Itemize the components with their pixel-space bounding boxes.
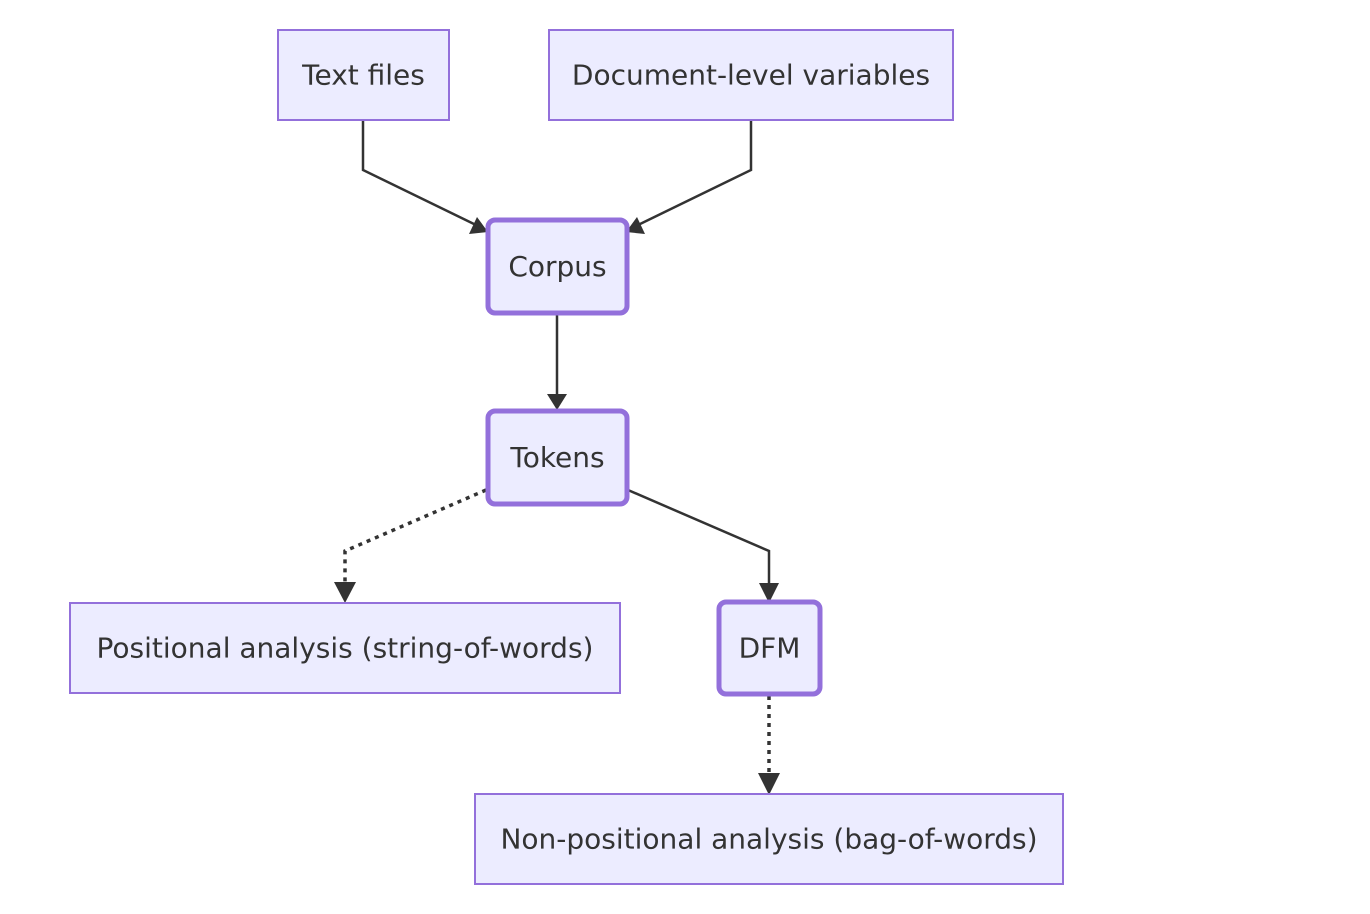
arrowhead-doc-vars-to-corpus [626, 217, 645, 234]
edge-tokens-to-positional [343, 488, 487, 586]
node-non-positional-analysis-label: Non-positional analysis (bag-of-words) [500, 823, 1037, 856]
node-text-files[interactable]: Text files [277, 29, 450, 121]
node-tokens[interactable]: Tokens [485, 408, 630, 507]
edge-doc-vars-to-corpus [637, 121, 753, 227]
edge-text-files-to-corpus [361, 121, 477, 227]
arrowhead-dfm-to-non-positional [758, 773, 780, 795]
node-positional-analysis-label: Positional analysis (string-of-words) [97, 632, 594, 665]
edge-tokens-to-dfm [627, 488, 771, 586]
node-dfm-label: DFM [739, 632, 801, 665]
node-document-level-variables-label: Document-level variables [572, 59, 930, 92]
node-positional-analysis[interactable]: Positional analysis (string-of-words) [69, 602, 621, 694]
arrowhead-tokens-to-dfm [759, 583, 779, 603]
arrowhead-tokens-to-positional [334, 582, 356, 603]
node-document-level-variables[interactable]: Document-level variables [548, 29, 954, 121]
arrowhead-corpus-to-tokens [547, 394, 567, 410]
node-text-files-label: Text files [301, 59, 425, 92]
node-corpus[interactable]: Corpus [485, 217, 630, 316]
arrowhead-text-files-to-corpus [469, 217, 488, 234]
edges [334, 121, 780, 795]
node-tokens-label: Tokens [509, 441, 604, 474]
node-non-positional-analysis[interactable]: Non-positional analysis (bag-of-words) [474, 793, 1064, 885]
node-dfm[interactable]: DFM [716, 599, 823, 697]
node-corpus-label: Corpus [508, 250, 606, 283]
